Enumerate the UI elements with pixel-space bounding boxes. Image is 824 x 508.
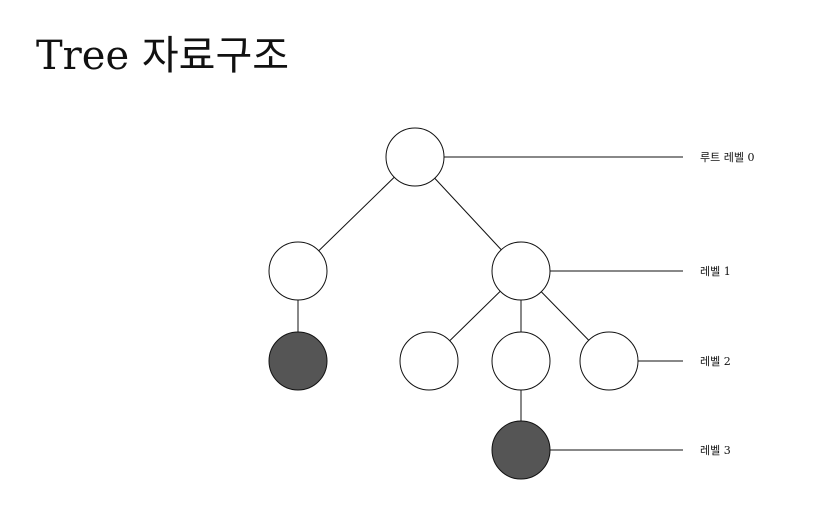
edge-right-child-to-right-child-c (540, 291, 590, 341)
level-guides-layer (444, 156, 683, 451)
nodes-layer (268, 127, 639, 480)
tree-node-deep-leaf (491, 420, 551, 480)
tree-node-right-child-b (491, 331, 551, 391)
edges-layer (297, 176, 590, 421)
edge-root-to-right-child (434, 177, 502, 251)
page-title: Tree 자료구조 (36, 33, 290, 79)
tree-node-left-child (268, 241, 328, 301)
level-label: 레벨 2 (700, 355, 731, 368)
tree-node-right-child (491, 241, 551, 301)
level-label: 레벨 1 (700, 265, 731, 278)
tree-node-right-child-c (579, 331, 639, 391)
tree-node-right-child-a (399, 331, 459, 391)
level-label: 루트 레벨 0 (700, 151, 754, 164)
level-labels-layer: 루트 레벨 0 레벨 1 레벨 2 레벨 3 (700, 151, 754, 457)
level-label: 레벨 3 (700, 444, 731, 457)
edge-right-child-to-right-child-a (449, 290, 501, 342)
tree-node-root (385, 127, 445, 187)
edge-root-to-left-child (318, 176, 395, 252)
tree-node-left-leaf (268, 331, 328, 391)
